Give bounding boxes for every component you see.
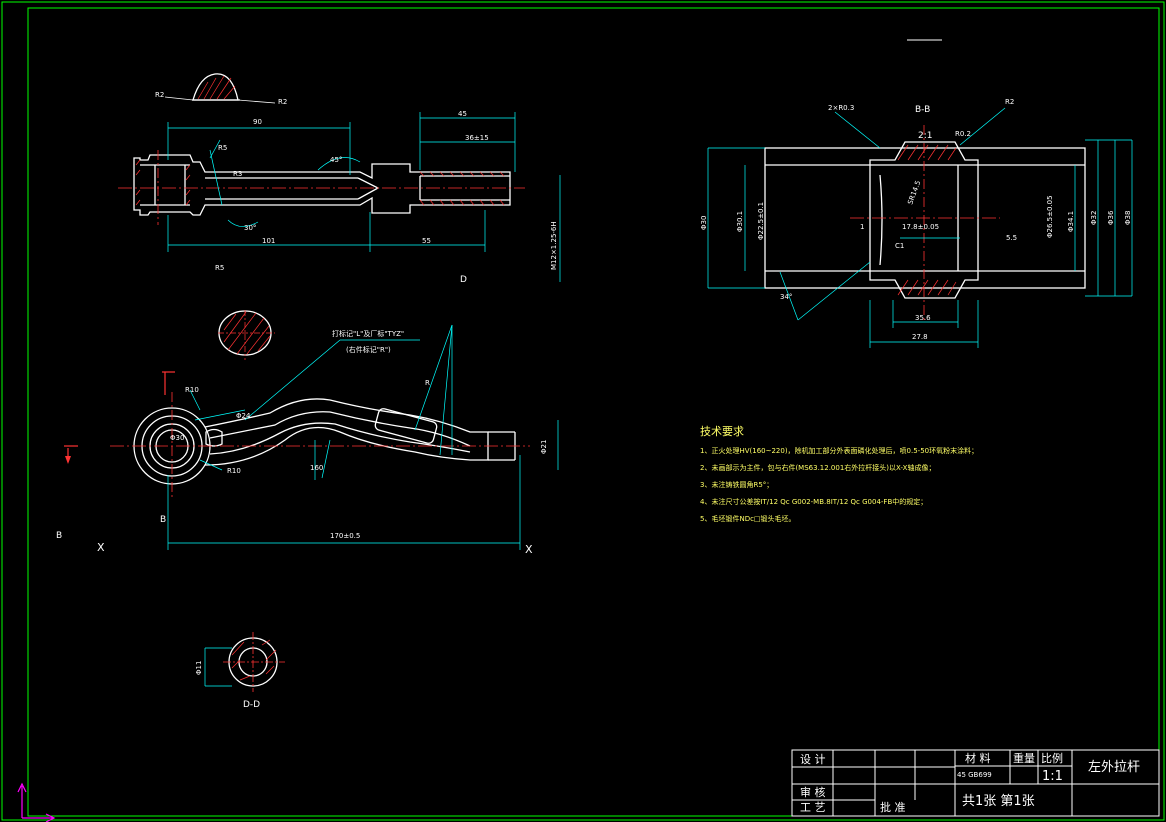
dim-bb-phi36: Φ36 — [1107, 210, 1115, 225]
dim-r10-bottom: R10 — [227, 467, 241, 475]
dim-bb-phi34: Φ34.1 — [1067, 211, 1075, 232]
tech-requirements-title: 技术要求 — [700, 425, 744, 438]
dim-phi21: Φ21 — [540, 440, 548, 454]
dim-r2-left: R2 — [155, 91, 164, 99]
dim-r-mark: R — [425, 379, 430, 387]
dim-bb-r02: R0.2 — [955, 130, 971, 138]
view-dd-section — [204, 632, 285, 692]
dim-55: 55 — [422, 237, 431, 245]
dim-45: 45 — [458, 110, 467, 118]
dim-r10-top: R10 — [185, 386, 199, 394]
dim-bb-phi30b: Φ30.1 — [736, 211, 744, 232]
view-bb-section — [707, 107, 1133, 348]
dim-bb-phi38: Φ38 — [1124, 211, 1132, 225]
note-marking2: (右件标记"R") — [346, 345, 391, 354]
tech-requirement-3: 3、未注铸铁圆角R5°； — [700, 480, 773, 489]
dim-bb-34deg: 34° — [780, 293, 792, 301]
dim-phi11: Φ11 — [195, 661, 203, 675]
dim-bb-55: 5.5 — [1006, 234, 1017, 242]
title-block-sheet-info: 共1张 第1张 — [962, 794, 1035, 809]
section-marker-x1: X — [97, 541, 105, 554]
dim-bb-phi22: Φ22.5±0.1 — [757, 202, 765, 240]
title-block-material-label: 材 料 — [965, 751, 991, 765]
dim-phi24: Φ24 — [236, 412, 251, 420]
dim-160: 160 — [310, 464, 323, 472]
dim-36: 36±15 — [465, 134, 489, 142]
dim-bb-c1: C1 — [895, 242, 904, 250]
title-block-review: 审 核 — [800, 785, 826, 799]
section-marker-b2: B — [160, 515, 166, 525]
dim-r5: R5 — [215, 264, 224, 272]
dim-bb-phi30: Φ30 — [700, 216, 708, 230]
tech-requirement-2: 2、未画部示为主件，包与右件(MS63.12.001右外拉杆接头)以X-X轴成像… — [700, 463, 935, 472]
dim-bb-1: 1 — [860, 223, 864, 231]
view-side — [118, 73, 561, 282]
dim-bb-sr: SR14.5 — [906, 180, 922, 206]
title-block-weight-label: 重量 — [1013, 751, 1035, 765]
dim-phi30: Φ30 — [170, 434, 184, 442]
dim-bb-phi265: Φ26.5±0.05 — [1046, 195, 1054, 238]
title-block-design: 设 计 — [800, 753, 826, 766]
tech-requirement-1: 1、正火处理HV(160~220)，除机加工部分外表面磷化处理后，喷0.5-50… — [700, 446, 978, 455]
section-marker-x2: X — [525, 543, 533, 556]
title-block-drawing-title: 左外拉杆 — [1088, 760, 1140, 775]
section-marker-d: D — [460, 275, 467, 285]
dim-r3: R3 — [233, 170, 242, 178]
section-label-dd: D-D — [243, 700, 260, 710]
section-label-bb-scale: 2:1 — [918, 131, 932, 141]
dim-bb-278: 27.8 — [912, 333, 928, 341]
ucs-icon — [17, 782, 56, 822]
dim-thread: M12×1.25-6H — [550, 221, 558, 270]
title-block-material-value: 45 GB699 — [957, 771, 992, 779]
dim-r5-top: R5 — [218, 144, 227, 152]
title-block-approve: 批 准 — [880, 800, 906, 814]
title-block — [791, 749, 1160, 817]
tech-requirement-4: 4、未注尺寸公差按IT/12 Qc G002-MB.8IT/12 Qc G004… — [700, 497, 927, 506]
dim-bb-356: 35.6 — [915, 314, 931, 322]
dim-bb-phi32: Φ32 — [1090, 211, 1098, 225]
dim-angle45: 45° — [330, 156, 342, 164]
dim-170: 170±0.5 — [330, 532, 360, 540]
frame-border — [27, 7, 1160, 817]
dim-bb-r2: R2 — [1005, 98, 1014, 106]
dim-bb-178: 17.8±0.05 — [902, 223, 939, 231]
view-plan — [64, 310, 559, 550]
title-block-scale-label: 比例 — [1041, 751, 1063, 765]
title-block-process: 工 艺 — [800, 801, 826, 814]
dim-101: 101 — [262, 237, 275, 245]
note-marking: 打标记"L"及厂标"TYZ" — [332, 329, 404, 338]
dim-bb-2x03: 2×R0.3 — [828, 104, 854, 112]
section-label-bb: B-B — [915, 105, 930, 115]
tech-requirement-5: 5、毛坯锻件NDc□锻头毛坯。 — [700, 514, 796, 523]
title-block-scale-value: 1:1 — [1042, 769, 1063, 784]
dim-90: 90 — [253, 118, 262, 126]
dim-angle30: 30° — [244, 224, 256, 232]
section-marker-b1: B — [56, 531, 62, 541]
dim-r2-right: R2 — [278, 98, 287, 106]
